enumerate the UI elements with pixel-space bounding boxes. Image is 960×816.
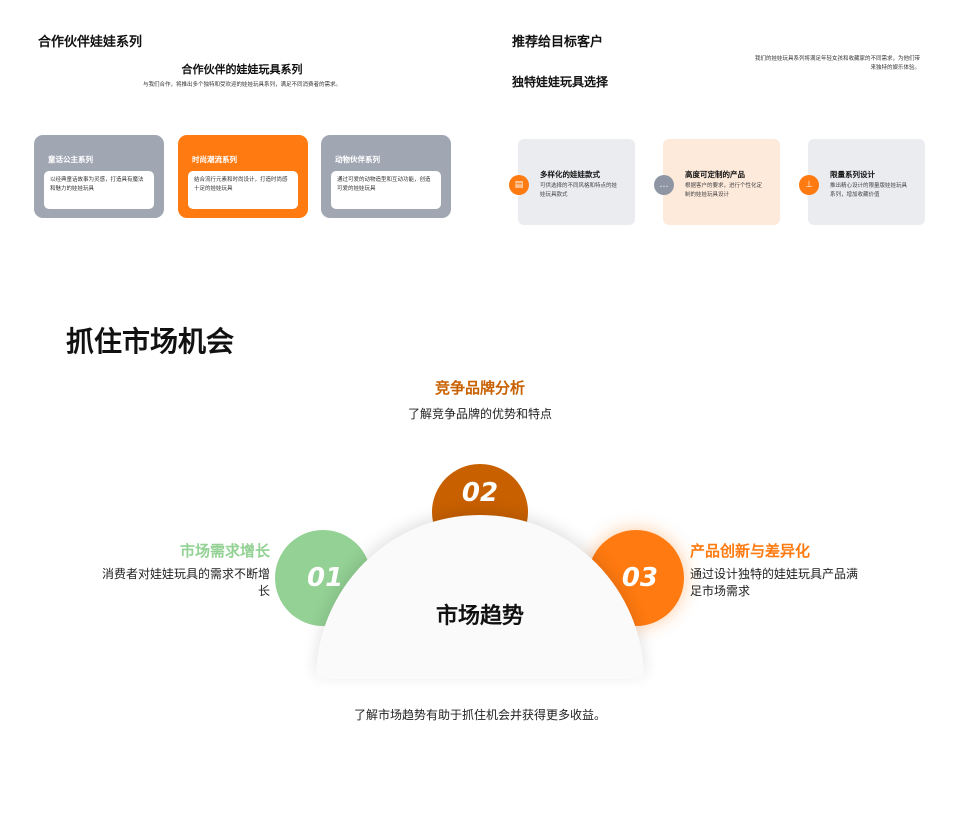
option-card: … 高度可定制的产品根据客户的要求，进行个性化定制的娃娃玩具设计 <box>654 139 780 225</box>
item-body: 消费者对娃娃玩具的需求不断增长 <box>101 567 270 598</box>
card-body: 结合流行元素和时尚设计，打造时尚感十足的娃娃玩具 <box>188 171 298 209</box>
card-title: 高度可定制的产品 <box>685 170 745 179</box>
slide-title: 抓住市场机会 <box>66 325 235 358</box>
option-card: ⊥ 限量系列设计推出精心设计的限量版娃娃玩具系列，增加收藏价值 <box>799 139 925 225</box>
card-body: 通过可爱的动物造型和互动功能，创造可爱的娃娃玩具 <box>331 171 441 209</box>
card-title: 限量系列设计 <box>830 170 875 179</box>
slide-title: 独特娃娃玩具选择 <box>512 75 609 89</box>
card-title: 时尚潮流系列 <box>192 155 237 164</box>
option-card: ▤ 多样化的娃娃款式可供选择的不同风格和特点的娃娃玩具款式 <box>509 139 635 225</box>
series-card: 动物伙伴系列通过可爱的动物造型和互动功能，创造可爱的娃娃玩具 <box>321 135 451 218</box>
slide-intro: 我们的娃娃玩具系列将满足年轻女孩和收藏家的不同需求，为他们带来独特的娱乐体验。 <box>754 56 920 71</box>
card-title: 童话公主系列 <box>48 155 93 164</box>
card-title: 动物伙伴系列 <box>335 155 380 164</box>
hierarchy-icon: ⊥ <box>799 175 819 195</box>
chat-icon: … <box>654 175 674 195</box>
card-body: 根据客户的要求，进行个性化定制的娃娃玩具设计 <box>685 183 763 198</box>
series-card: 童话公主系列以经典童话故事为灵感，打造具有魔法和魅力的娃娃玩具 <box>34 135 164 218</box>
document-icon: ▤ <box>509 175 529 195</box>
slide-footer: 了解市场趋势有助于抓住机会并获得更多收益。 <box>353 708 606 722</box>
card-body: 推出精心设计的限量版娃娃玩具系列，增加收藏价值 <box>830 183 908 198</box>
center-label: 市场趋势 <box>435 604 524 629</box>
item-title: 市场需求增长 <box>179 542 270 560</box>
item-title: 竞争品牌分析 <box>434 379 525 397</box>
item-body: 通过设计独特的娃娃玩具产品满足市场需求 <box>690 567 859 598</box>
slide-heading: 合作伙伴娃娃系列 <box>38 35 143 50</box>
slide-subtitle: 与我们合作，将推出多个独特和受欢迎的娃娃玩具系列，满足不同消费者的需求。 <box>142 82 341 88</box>
slide-heading: 推荐给目标客户 <box>512 35 604 50</box>
item-title: 产品创新与差异化 <box>690 542 811 560</box>
series-card: 时尚潮流系列结合流行元素和时尚设计，打造时尚感十足的娃娃玩具 <box>178 135 308 218</box>
card-body: 以经典童话故事为灵感，打造具有魔法和魅力的娃娃玩具 <box>44 171 154 209</box>
center-semicircle <box>316 515 644 679</box>
card-title: 多样化的娃娃款式 <box>540 170 600 179</box>
item-body: 了解竞争品牌的优势和特点 <box>407 407 552 421</box>
slide-title: 合作伙伴的娃娃玩具系列 <box>181 63 303 76</box>
card-body: 可供选择的不同风格和特点的娃娃玩具款式 <box>540 183 618 198</box>
